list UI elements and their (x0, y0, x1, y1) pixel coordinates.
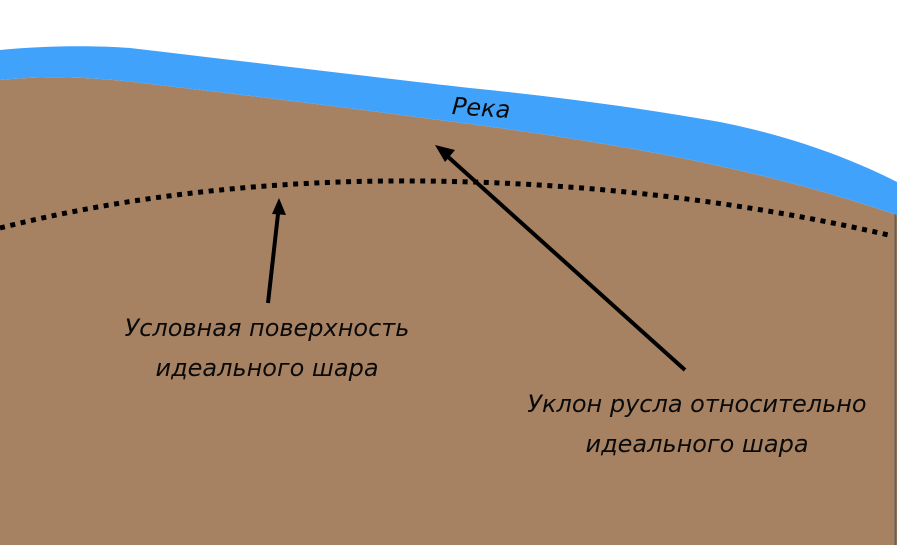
ideal-sphere-label: Условная поверхность идеального шара (112, 308, 422, 388)
bed-slope-label: Уклон русла относительно идеального шара (512, 384, 882, 464)
arrow-up-left-icon (435, 145, 687, 372)
ideal-sphere-label-line2: идеального шара (155, 354, 379, 382)
arrow-up-icon (266, 198, 286, 304)
ground-body (0, 77, 897, 545)
river-label: Река (451, 92, 512, 125)
bed-slope-label-line1: Уклон русла относительно (527, 390, 867, 418)
ideal-sphere-label-line1: Условная поверхность (124, 314, 410, 342)
bed-slope-label-line2: идеального шара (585, 430, 809, 458)
river-band (0, 46, 897, 215)
